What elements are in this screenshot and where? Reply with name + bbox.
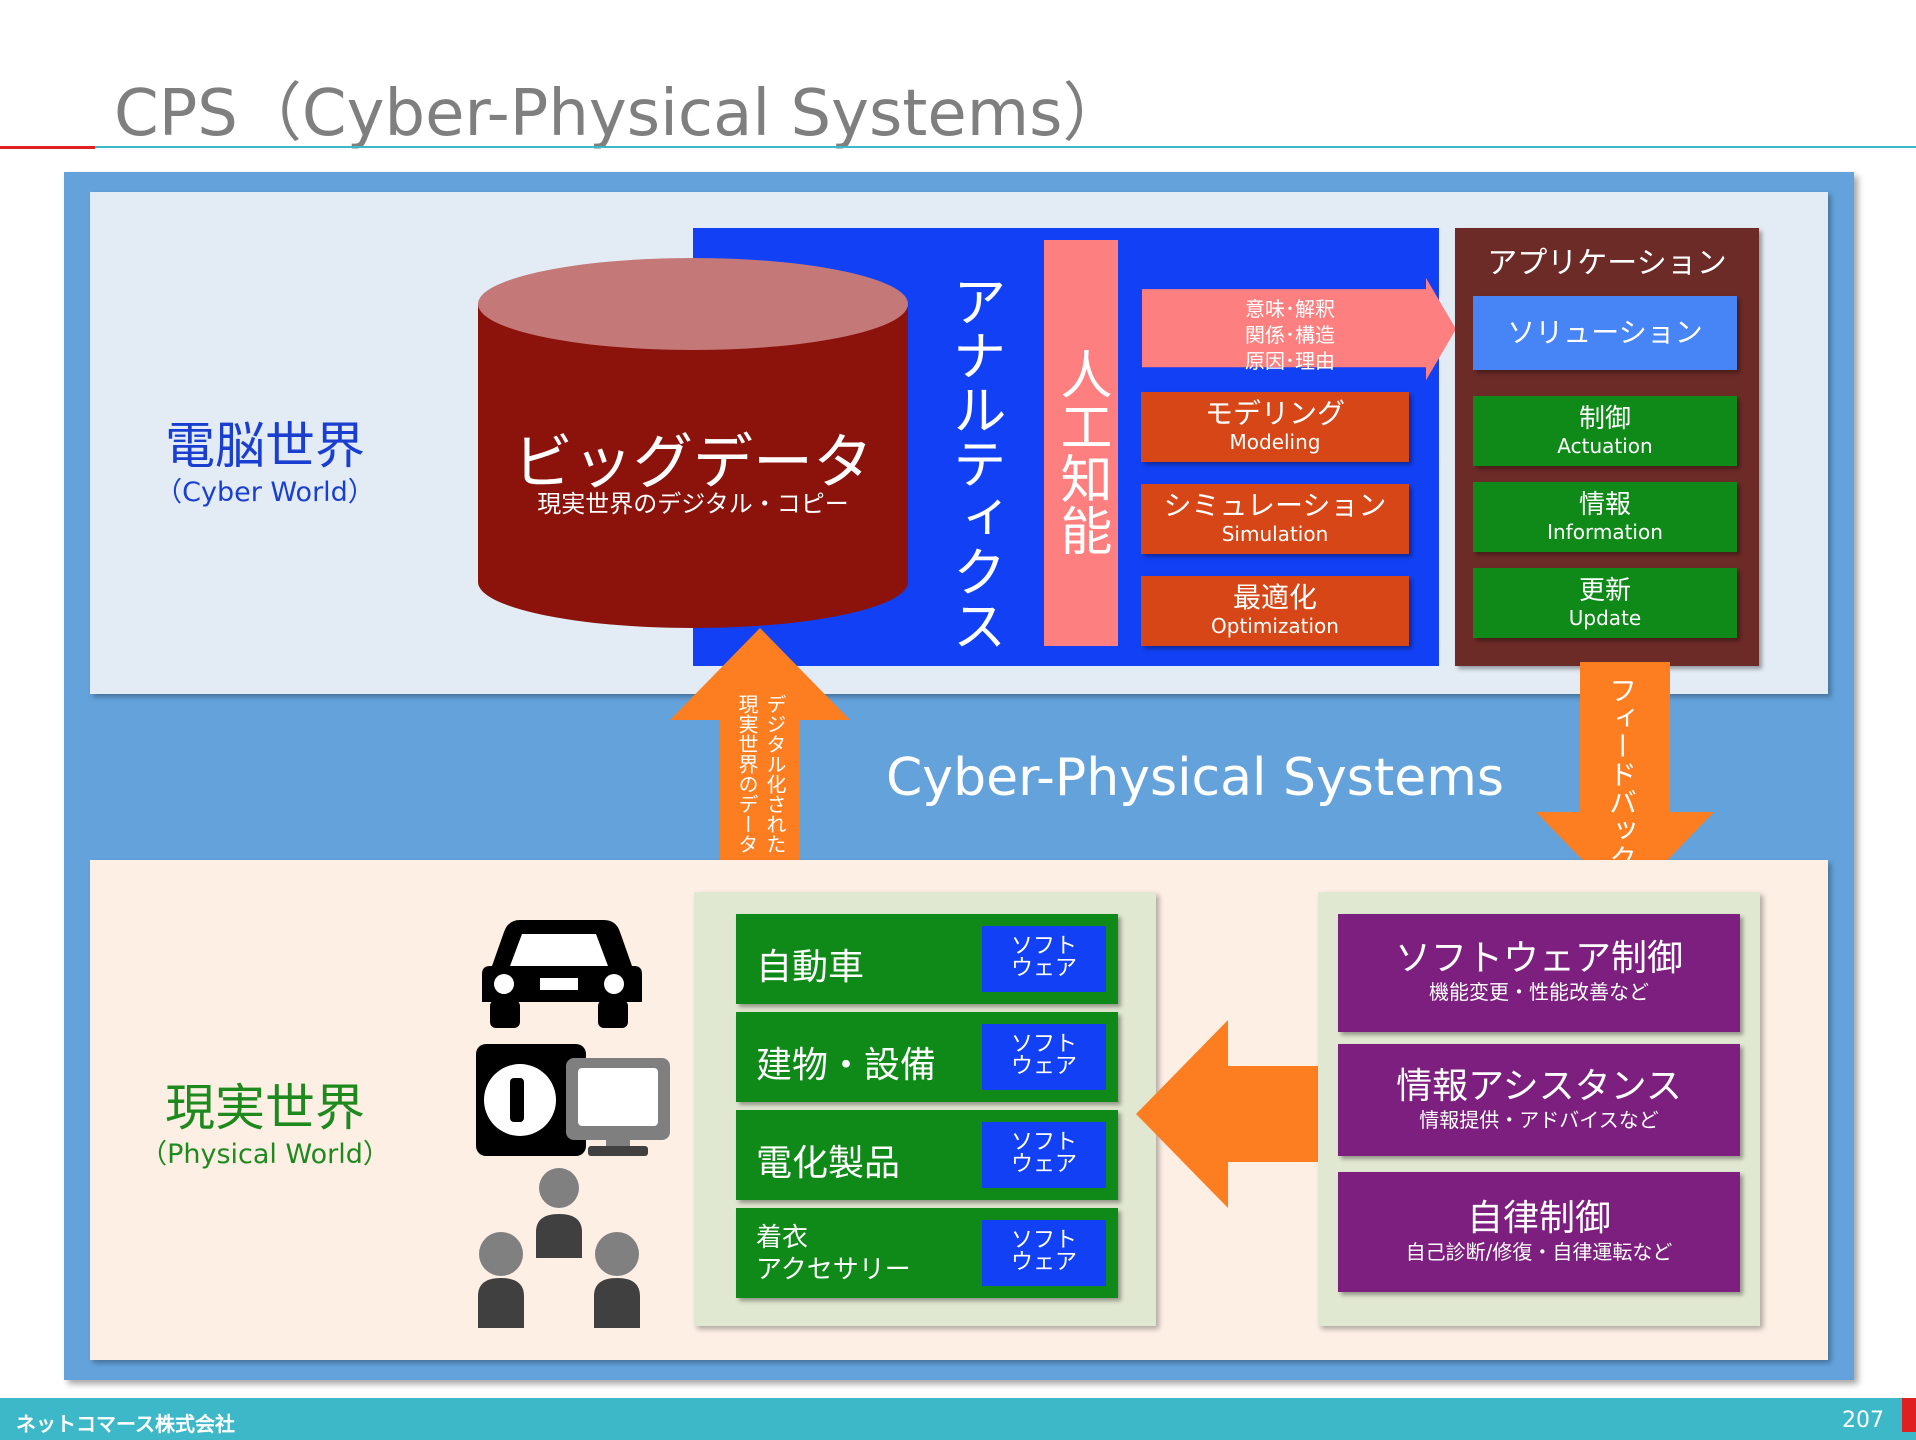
meaning-arrow-text: 意味･解釈 関係･構造 原因･理由 xyxy=(1180,296,1400,374)
page-number: 207 xyxy=(1842,1408,1884,1433)
software-badge: ソフト ウェア xyxy=(982,1122,1106,1188)
application-item-en: Information xyxy=(1547,520,1663,544)
meaning-line: 関係･構造 xyxy=(1245,323,1335,347)
analytics-label: アナルティクス xyxy=(943,274,1006,652)
footer-accent xyxy=(1902,1398,1916,1432)
software-badge-line: ウェア xyxy=(1010,1152,1077,1177)
method-box: 最適化 Optimization xyxy=(1141,576,1409,646)
meaning-line: 原因･理由 xyxy=(1245,349,1335,373)
appliance-icon xyxy=(476,1044,670,1156)
method-en: Simulation xyxy=(1221,522,1329,546)
digitized-data-text: デジタル化された 現実世界のデータ xyxy=(720,694,800,874)
device-label-line: 着衣 xyxy=(756,1223,809,1253)
big-data-title: ビッグデータ xyxy=(513,428,873,498)
ai-box xyxy=(1044,240,1118,646)
application-item: 情報 Information xyxy=(1473,482,1737,552)
feedback-arrow xyxy=(1536,662,1714,904)
ai-label: 人工知能 xyxy=(1051,348,1111,556)
method-jp: シミュレーション xyxy=(1163,489,1387,522)
application-item-jp: 更新 xyxy=(1578,576,1631,606)
cyber-world-subtitle: （Cyber World） xyxy=(155,477,375,508)
application-item-jp: 情報 xyxy=(1578,490,1631,520)
feedback-label: フィードバック xyxy=(1605,676,1638,872)
device-label: 建物・設備 xyxy=(756,1045,937,1086)
software-badge-line: ソフト xyxy=(1010,1032,1077,1057)
method-box: モデリング Modeling xyxy=(1141,392,1409,462)
control-subtitle: 機能変更・性能改善など xyxy=(1429,980,1649,1004)
footer-bar xyxy=(0,1398,1916,1440)
method-en: Modeling xyxy=(1229,430,1321,454)
device-row: 自動車 ソフト ウェア xyxy=(736,914,1118,1004)
application-item: 制御 Actuation xyxy=(1473,396,1737,466)
digitized-data-arrow xyxy=(670,628,850,900)
meaning-arrow xyxy=(1142,278,1456,381)
big-data-subtitle: 現実世界のデジタル・コピー xyxy=(537,490,849,518)
digitized-data-line: 現実世界のデータ xyxy=(735,694,759,854)
application-item: 更新 Update xyxy=(1473,568,1737,638)
device-label: 着衣 アクセサリー xyxy=(756,1222,911,1286)
footer-company: ネットコマース株式会社 xyxy=(16,1412,235,1436)
control-title: ソフトウェア制御 xyxy=(1394,938,1683,979)
application-header: アプリケーション xyxy=(1487,246,1727,281)
control-box: ソフトウェア制御 機能変更・性能改善など xyxy=(1338,914,1740,1032)
device-row: 建物・設備 ソフト ウェア xyxy=(736,1012,1118,1102)
software-badge: ソフト ウェア xyxy=(982,1220,1106,1286)
method-jp: 最適化 xyxy=(1232,581,1317,614)
control-subtitle: 自己診断/修復・自律運転など xyxy=(1405,1240,1673,1264)
method-jp: モデリング xyxy=(1204,397,1345,430)
application-item-en: Actuation xyxy=(1557,434,1653,458)
application-item-en: Update xyxy=(1568,606,1642,630)
physical-world-subtitle: （Physical World） xyxy=(140,1139,390,1170)
solution-box: ソリューション xyxy=(1473,296,1737,370)
control-title: 情報アシスタンス xyxy=(1396,1066,1682,1107)
software-badge-line: ソフト xyxy=(1010,1228,1077,1253)
people-icon xyxy=(478,1168,640,1328)
device-label-line: アクセサリー xyxy=(756,1255,911,1285)
control-box: 情報アシスタンス 情報提供・アドバイスなど xyxy=(1338,1044,1740,1156)
car-icon xyxy=(482,920,642,1028)
software-badge: ソフト ウェア xyxy=(982,1024,1106,1090)
cps-label: Cyber-Physical Systems xyxy=(886,748,1504,808)
control-box: 自律制御 自己診断/修復・自律運転など xyxy=(1338,1172,1740,1292)
software-badge: ソフト ウェア xyxy=(982,926,1106,992)
control-subtitle: 情報提供・アドバイスなど xyxy=(1419,1108,1659,1132)
device-label: 自動車 xyxy=(756,947,865,988)
control-arrow xyxy=(1136,1020,1322,1208)
big-data-cylinder xyxy=(478,258,908,628)
cyber-world-title: 電脳世界 xyxy=(165,417,365,475)
method-box: シミュレーション Simulation xyxy=(1141,484,1409,554)
page-title: CPS（Cyber-Physical Systems） xyxy=(114,77,1127,151)
method-en: Optimization xyxy=(1211,614,1339,638)
title-rule-teal xyxy=(95,146,1916,148)
device-row: 電化製品 ソフト ウェア xyxy=(736,1110,1118,1200)
device-label: 電化製品 xyxy=(756,1143,901,1184)
application-item-jp: 制御 xyxy=(1578,404,1631,434)
control-title: 自律制御 xyxy=(1466,1198,1611,1239)
meaning-line: 意味･解釈 xyxy=(1245,297,1335,321)
software-badge-line: ソフト xyxy=(1010,1130,1077,1155)
software-badge-line: ソフト xyxy=(1010,934,1077,959)
software-badge-line: ウェア xyxy=(1010,1250,1077,1275)
software-badge-line: ウェア xyxy=(1010,956,1077,981)
title-rule-red xyxy=(0,146,95,149)
software-badge-line: ウェア xyxy=(1010,1054,1077,1079)
digitized-data-line: デジタル化された xyxy=(763,694,787,854)
device-row: 着衣 アクセサリー ソフト ウェア xyxy=(736,1208,1118,1298)
physical-world-title: 現実世界 xyxy=(165,1079,365,1137)
